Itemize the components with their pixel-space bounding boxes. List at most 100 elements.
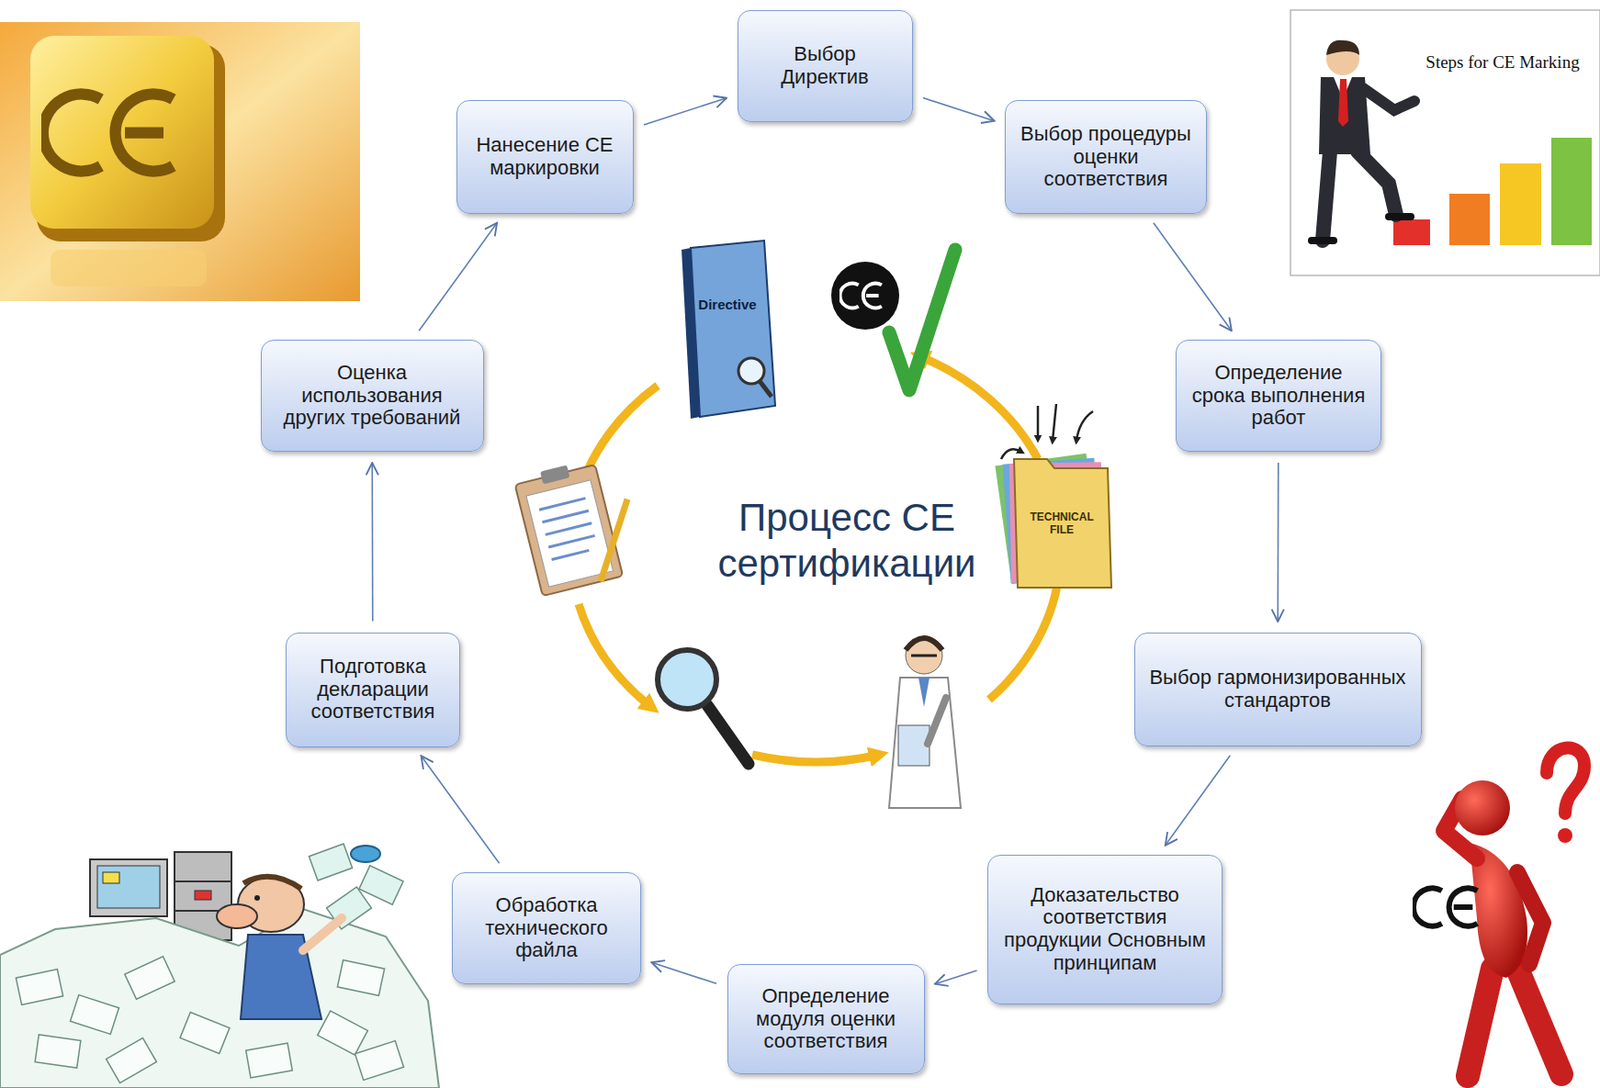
process-box: Подготовка декларации соответствия [285, 632, 461, 748]
flow-arrow [1153, 223, 1232, 332]
flow-arrow [420, 755, 499, 864]
magnifier-handle [707, 705, 749, 765]
scientist-tie [918, 677, 930, 708]
diagram-title: Процесс CE сертификации [717, 495, 976, 588]
man-leg [1322, 151, 1330, 241]
box-text: Доказательство соответствия продукции Ос… [1001, 884, 1209, 976]
figure-arm [1517, 872, 1544, 965]
process-box: Выбор гармонизированных стандартов [1134, 632, 1422, 747]
box-text: Нанесение CE маркировки [470, 134, 620, 180]
figure-leg [1467, 969, 1493, 1077]
paper-sheet [246, 1043, 293, 1079]
drawer-tag [194, 890, 212, 901]
box-text: Обработка технического файла [465, 894, 628, 963]
paper-pile [0, 909, 440, 1088]
paper-sheet [69, 995, 119, 1036]
man-arm [303, 918, 342, 951]
paper-sheets [15, 844, 404, 1083]
paper-sheet [354, 1041, 404, 1082]
question-mark [1546, 748, 1585, 814]
monitor [90, 859, 168, 917]
man-nose [216, 904, 258, 929]
gold-ground [0, 22, 361, 302]
ce-badge [831, 261, 900, 330]
paper-sheet [15, 969, 63, 1006]
screen [97, 866, 160, 909]
flow-arrow [643, 98, 727, 125]
input-arrow [1052, 404, 1057, 441]
flying-hat [350, 845, 381, 863]
clipboard-icon [513, 452, 646, 597]
ce-mark [1413, 888, 1478, 926]
man-shoe [1388, 213, 1411, 221]
ring-arrow [578, 604, 652, 708]
process-box: Выбор Директив [737, 10, 913, 123]
box-text: Выбор гармонизированных стандартов [1148, 666, 1409, 712]
magnifier-lens [657, 650, 717, 710]
flow-arrow [923, 98, 995, 122]
paper-sheet [180, 1012, 230, 1054]
box-text: Определение срока выполнения работ [1189, 361, 1368, 430]
flow-arrow [1165, 755, 1231, 846]
step-bar [1551, 137, 1592, 246]
question-figure [1413, 748, 1585, 1077]
box-text: Оценка использования других требований [274, 361, 471, 430]
input-arrow [1036, 405, 1040, 440]
check-mark [889, 249, 956, 391]
process-box: Обработка технического файла [451, 872, 642, 985]
ring-arrow [752, 754, 879, 763]
input-arrow [1001, 449, 1022, 460]
man-eye [254, 895, 260, 902]
book-lens [738, 358, 765, 384]
step-bar [1499, 163, 1542, 246]
paper-sheet [124, 957, 175, 1001]
box-text: Выбор процедуры оценки соответствия [1018, 123, 1194, 192]
lab-coat [889, 677, 961, 809]
flow-arrow [371, 462, 373, 622]
flow-arrow [935, 970, 978, 985]
figure-head [1454, 780, 1510, 836]
book-cover [690, 240, 776, 417]
flow-arrow [418, 223, 497, 332]
process-box: Нанесение CE маркировки [456, 100, 634, 215]
input-arrow [1076, 411, 1093, 441]
flow-arrow [651, 962, 717, 984]
checklist-lines [539, 498, 598, 561]
ce-gold-picture [0, 22, 361, 302]
flying-paper [308, 844, 352, 881]
scientist-icon [889, 637, 961, 809]
process-box: Выбор процедуры оценки соответствия [1004, 100, 1207, 215]
flow-arrow [1276, 462, 1279, 622]
book-label: Directive [698, 296, 756, 314]
figure-leg [1517, 969, 1562, 1075]
ce-mark [840, 283, 882, 309]
folder-label: TECHNICAL FILE [1029, 510, 1093, 538]
steps-picture [1290, 10, 1600, 276]
gold-tile [30, 35, 215, 229]
scientist-arm [927, 698, 947, 744]
step-bar [1449, 193, 1490, 246]
clipboard-paper [526, 480, 614, 587]
process-box: Оценка использования других требований [260, 339, 485, 452]
ce-check-icon [831, 249, 956, 391]
note [102, 872, 120, 884]
magnifier-icon [657, 650, 749, 765]
paperwork-cartoon [0, 844, 440, 1088]
folder [1014, 459, 1112, 588]
picture-frame [1290, 10, 1600, 276]
clipboard-clip [540, 465, 570, 485]
process-ring [578, 356, 1060, 763]
drawer-line [174, 881, 232, 912]
man-tie [1338, 78, 1349, 127]
process-box: Доказательство соответствия продукции Ос… [987, 855, 1223, 1005]
picture-caption: Steps for CE Marking [1425, 52, 1579, 74]
step-bar [1393, 219, 1431, 246]
paper-sheet [317, 1011, 369, 1056]
process-box: Определение срока выполнения работ [1175, 339, 1382, 452]
box-text: Выбор Директив [751, 43, 900, 89]
pencil [583, 499, 646, 583]
clipboard [515, 464, 624, 597]
man-shoe [1311, 236, 1334, 245]
ce-mark [43, 94, 174, 172]
